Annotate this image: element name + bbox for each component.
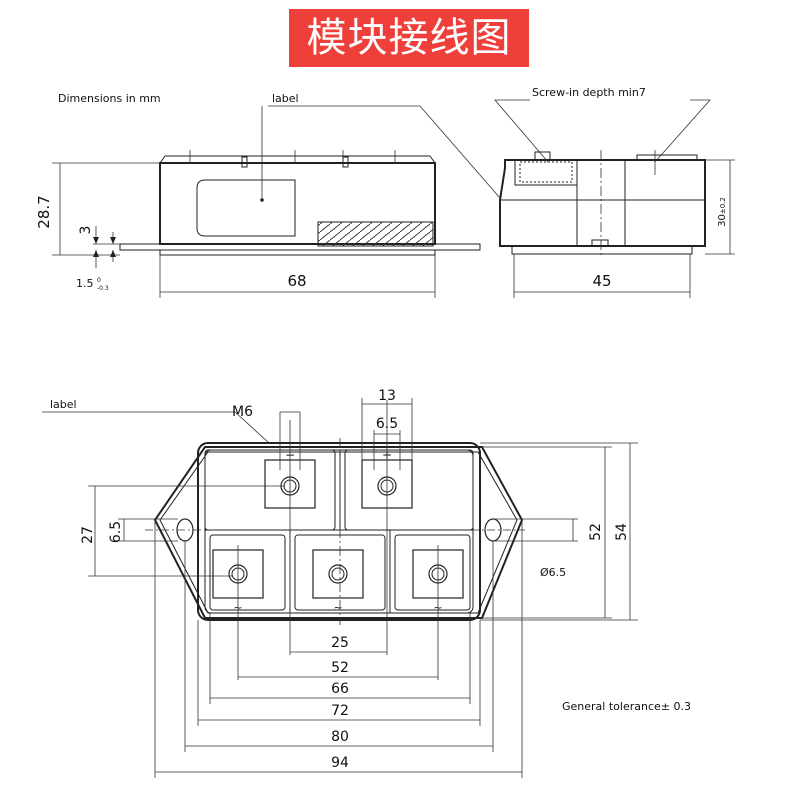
dim-6-5-left: 6.5 (108, 521, 124, 543)
thread-label: M6 (232, 404, 253, 420)
dim-52-right: 52 (588, 523, 604, 541)
terminal-ac-2: ~ (333, 601, 342, 614)
svg-text:30±0.2: 30±0.2 (717, 197, 728, 227)
dim-width: 45 (592, 272, 611, 290)
side-view-length: Dimensions in mm label 28.7 3 (35, 92, 501, 298)
dim-length: 68 (287, 272, 306, 290)
dim-6-5-top: 6.5 (376, 416, 398, 432)
label-callout-bottom: label (50, 398, 77, 411)
plan-view: label M6 − + ~ (42, 388, 691, 778)
dim-54: 54 (614, 523, 630, 541)
dim-3: 3 (78, 226, 94, 235)
dim-1-5-upper: 0 (97, 277, 101, 284)
dim-30: 30 (717, 214, 728, 227)
dim-72: 72 (331, 703, 349, 719)
dim-94: 94 (331, 755, 349, 771)
dimensions-note: Dimensions in mm (58, 92, 161, 105)
dim-13: 13 (378, 388, 396, 404)
dim-52: 52 (331, 660, 349, 676)
label-callout-top: label (272, 92, 299, 105)
page-title: 模块接线图 (289, 9, 529, 67)
dim-66: 66 (331, 681, 349, 697)
screw-note: Screw-in depth min7 (532, 86, 646, 99)
dim-80: 80 (331, 729, 349, 745)
dim-27: 27 (80, 526, 96, 544)
tolerance-note: General tolerance± 0.3 (562, 700, 691, 713)
dim-hole: Ø6.5 (540, 566, 566, 579)
dim-1-5: 1.5 (76, 277, 94, 290)
dim-height: 28.7 (35, 195, 53, 228)
dim-30-tol: ±0.2 (719, 197, 727, 214)
dim-1-5-lower: -0.3 (97, 285, 109, 292)
side-view-width: Screw-in depth min7 30±0.2 45 (494, 86, 735, 298)
dim-25: 25 (331, 635, 349, 651)
